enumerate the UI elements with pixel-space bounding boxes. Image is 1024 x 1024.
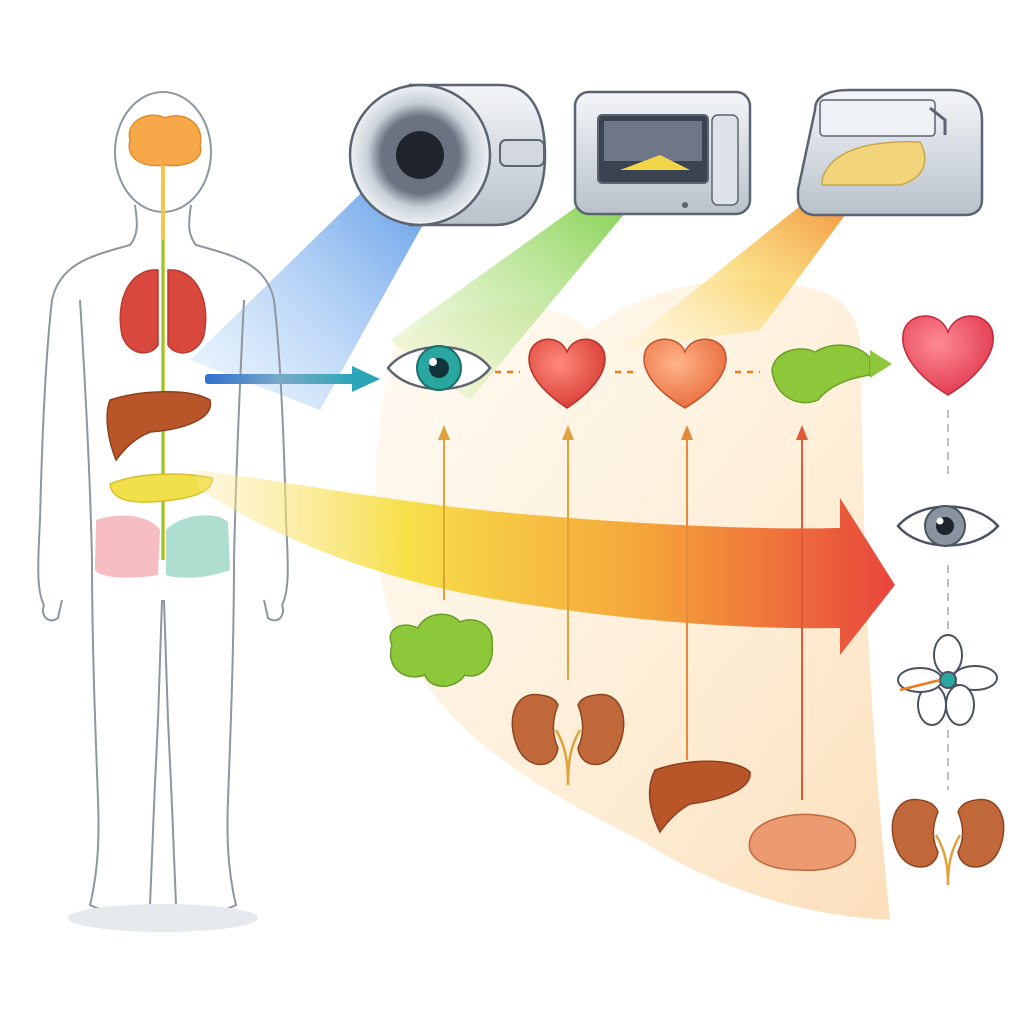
imaging-device-orange-icon (796, 88, 984, 217)
lower-kidneys-icon (511, 693, 625, 786)
brain-organ (128, 114, 202, 167)
small-arrow (205, 366, 380, 392)
vertical-arrows (438, 425, 808, 800)
right-kidneys-icon (891, 798, 1005, 886)
lower-liver-icon (648, 760, 751, 834)
lower-pancreas-green-icon (389, 613, 494, 687)
chain-heart-red-icon (528, 338, 606, 409)
lung-left (119, 269, 159, 354)
lower-pancreas-orange-icon (748, 813, 857, 872)
imaging-device-green-icon (573, 90, 752, 216)
body-shadow (68, 904, 258, 932)
chain-eye-icon (386, 345, 492, 391)
right-nerve-cell-icon (897, 634, 998, 726)
big-arrow (195, 470, 895, 655)
orange-beam (620, 190, 860, 350)
chain-arrow-head (870, 350, 892, 378)
blue-beam (190, 160, 445, 410)
right-eye-icon (896, 505, 1000, 547)
chain-heart-orange-icon (643, 338, 727, 409)
lung-right (167, 269, 207, 354)
intestine-left (95, 515, 160, 578)
right-heart-icon (902, 315, 994, 396)
intestine-right (166, 515, 230, 578)
pancreas-organ (109, 473, 213, 503)
ct-scanner-icon (348, 83, 547, 227)
liver-organ (106, 391, 212, 462)
